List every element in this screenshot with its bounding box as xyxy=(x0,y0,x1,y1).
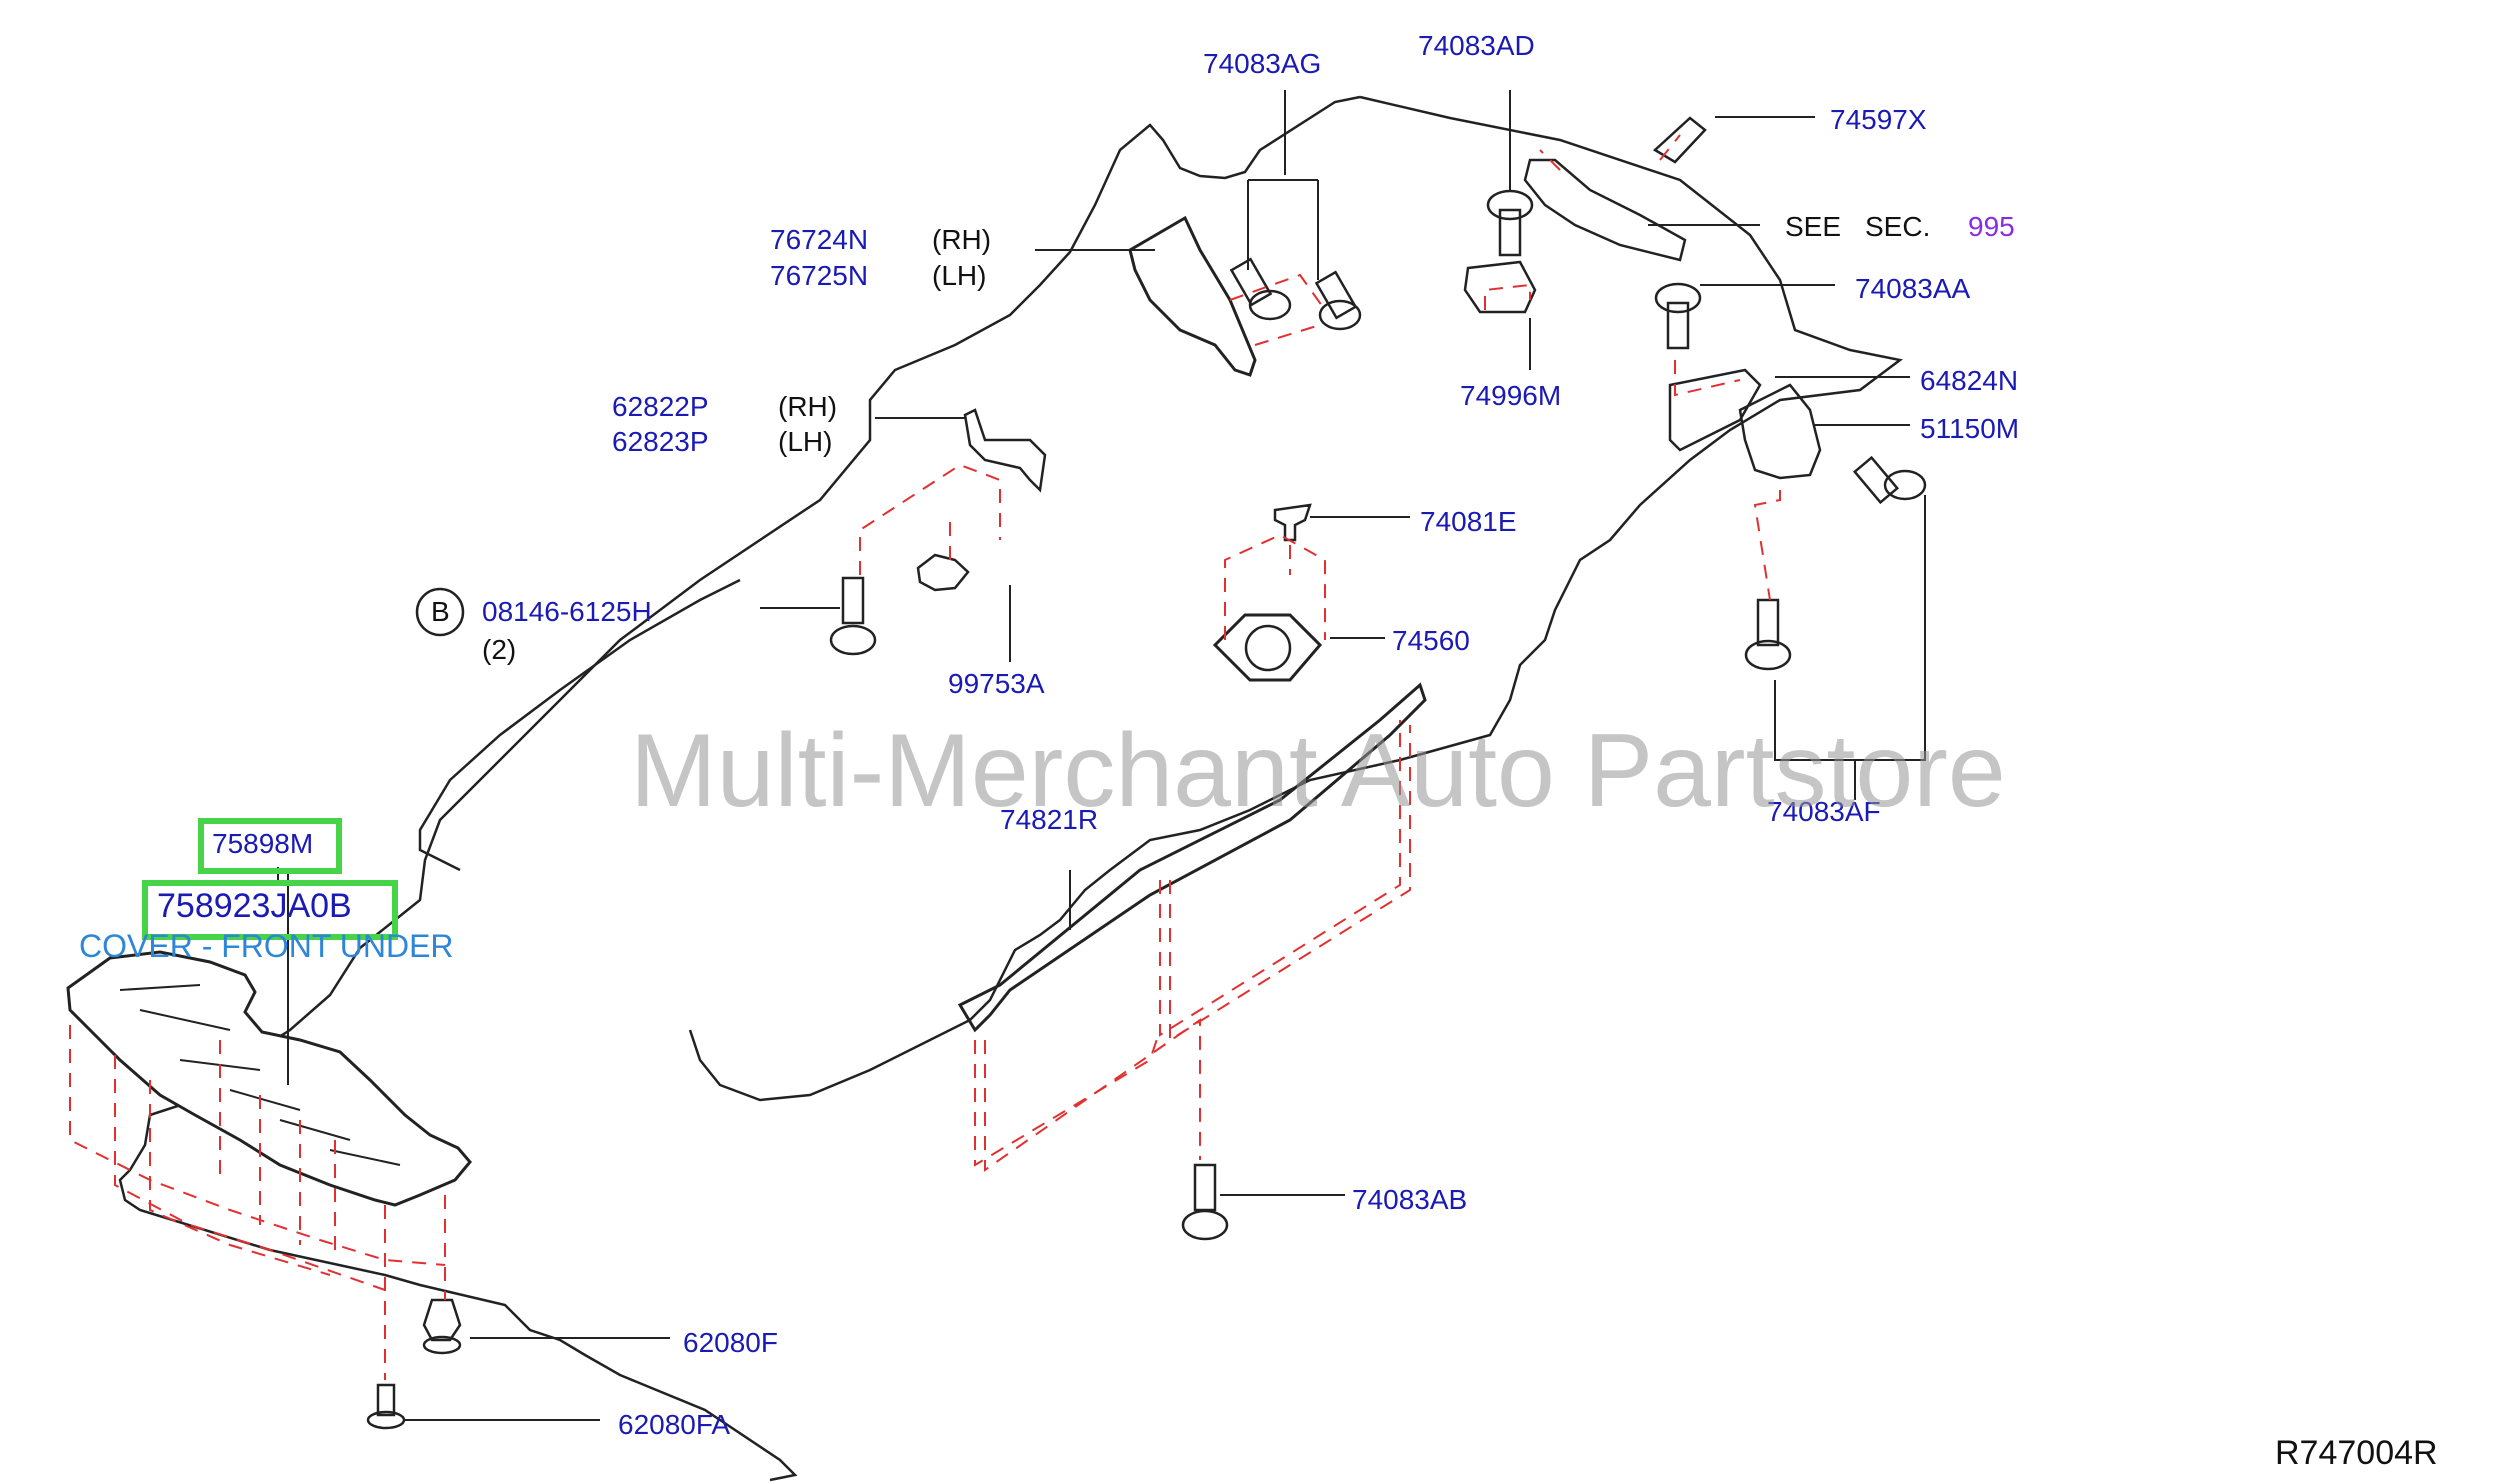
part-description: COVER - FRONT UNDER xyxy=(79,928,454,964)
underbody-outline-right xyxy=(688,95,1903,1102)
side-lh-76725n: (LH) xyxy=(932,260,987,291)
section-link-995[interactable]: 995 xyxy=(1968,211,2015,242)
clip-62080f xyxy=(422,1298,462,1355)
callout-62080fa[interactable]: 62080FA xyxy=(618,1409,731,1440)
bracket-62822p xyxy=(963,408,1047,493)
front-under-cover xyxy=(66,950,472,1207)
callout-74083af[interactable]: 74083AF xyxy=(1767,796,1881,827)
see-label: SEE xyxy=(1785,211,1842,242)
callout-74821r[interactable]: 74821R xyxy=(1000,804,1099,835)
callout-62822p[interactable]: 62822P xyxy=(612,391,709,422)
callout-74083ag[interactable]: 74083AG xyxy=(1203,48,1322,79)
highlight-box-75898m xyxy=(198,818,342,874)
callout-62823p[interactable]: 62823P xyxy=(612,426,709,457)
callout-76724n[interactable]: 76724N xyxy=(770,224,869,255)
sec-label: SEC. xyxy=(1865,211,1931,242)
callout-64824n[interactable]: 64824N xyxy=(1920,365,2019,396)
bolt-74083ag-b xyxy=(1314,270,1362,331)
callout-76725n[interactable]: 76725N xyxy=(770,260,869,291)
bubble-qty: (2) xyxy=(482,634,517,665)
bolt-74083aa xyxy=(1654,282,1702,350)
bolt-74083af-b xyxy=(1852,455,1927,505)
bracket-76724n xyxy=(1128,215,1257,377)
jack-handle xyxy=(1652,116,1707,164)
plug-74560 xyxy=(1212,613,1323,682)
bubble-b-letter: B xyxy=(431,596,450,627)
plug-74560-inner xyxy=(1244,624,1292,672)
side-rail-74821r xyxy=(957,682,1427,1033)
bolt-74083ab xyxy=(1181,1163,1229,1241)
leader-lines xyxy=(277,90,1926,1421)
reference-code: R747004R xyxy=(2275,1434,2438,1472)
bolt-74083ag-a xyxy=(1229,257,1292,321)
bracket-51150m xyxy=(1738,383,1822,480)
callout-62080f[interactable]: 62080F xyxy=(683,1327,778,1358)
jack-74597x xyxy=(1523,158,1687,262)
callout-74083ad[interactable]: 74083AD xyxy=(1418,30,1535,61)
side-rh-76724n: (RH) xyxy=(932,224,992,255)
highlight-box-758923ja0b xyxy=(142,880,398,940)
callout-75898m[interactable]: 75898M xyxy=(212,828,314,859)
callout-74083aa[interactable]: 74083AA xyxy=(1855,273,1971,304)
callout-51150m[interactable]: 51150M xyxy=(1920,413,2020,444)
clip-99753a xyxy=(916,553,970,592)
bubble-b-circle xyxy=(415,587,465,637)
callout-74081e[interactable]: 74081E xyxy=(1420,506,1517,537)
underbody-edge-left xyxy=(418,578,741,872)
clip-62080fa xyxy=(366,1383,406,1430)
bolt-74083af-a xyxy=(1744,598,1792,671)
bracket-64824n xyxy=(1668,368,1762,452)
callout-74083ab[interactable]: 74083AB xyxy=(1352,1184,1468,1215)
clip-74081e xyxy=(1273,503,1312,542)
callout-758923ja0b[interactable]: 758923JA0B xyxy=(157,887,352,925)
callout-74560[interactable]: 74560 xyxy=(1392,625,1470,656)
watermark: Multi-Merchant Auto Partstore xyxy=(630,713,2006,829)
bolt-08146-6125h xyxy=(829,576,877,656)
side-lh-62823p: (LH) xyxy=(778,426,833,457)
callout-74996m[interactable]: 74996M xyxy=(1460,380,1562,411)
callout-99753a[interactable]: 99753A xyxy=(948,668,1045,699)
side-rh-62822p: (RH) xyxy=(778,391,838,422)
bolt-74083ad xyxy=(1486,189,1534,257)
clip-74996m xyxy=(1463,260,1537,314)
underbody-outline xyxy=(118,95,1361,1482)
dashed-guides xyxy=(69,134,1781,1380)
callout-74597x[interactable]: 74597X xyxy=(1830,104,1927,135)
callout-08146-6125h[interactable]: 08146-6125H xyxy=(482,596,652,627)
